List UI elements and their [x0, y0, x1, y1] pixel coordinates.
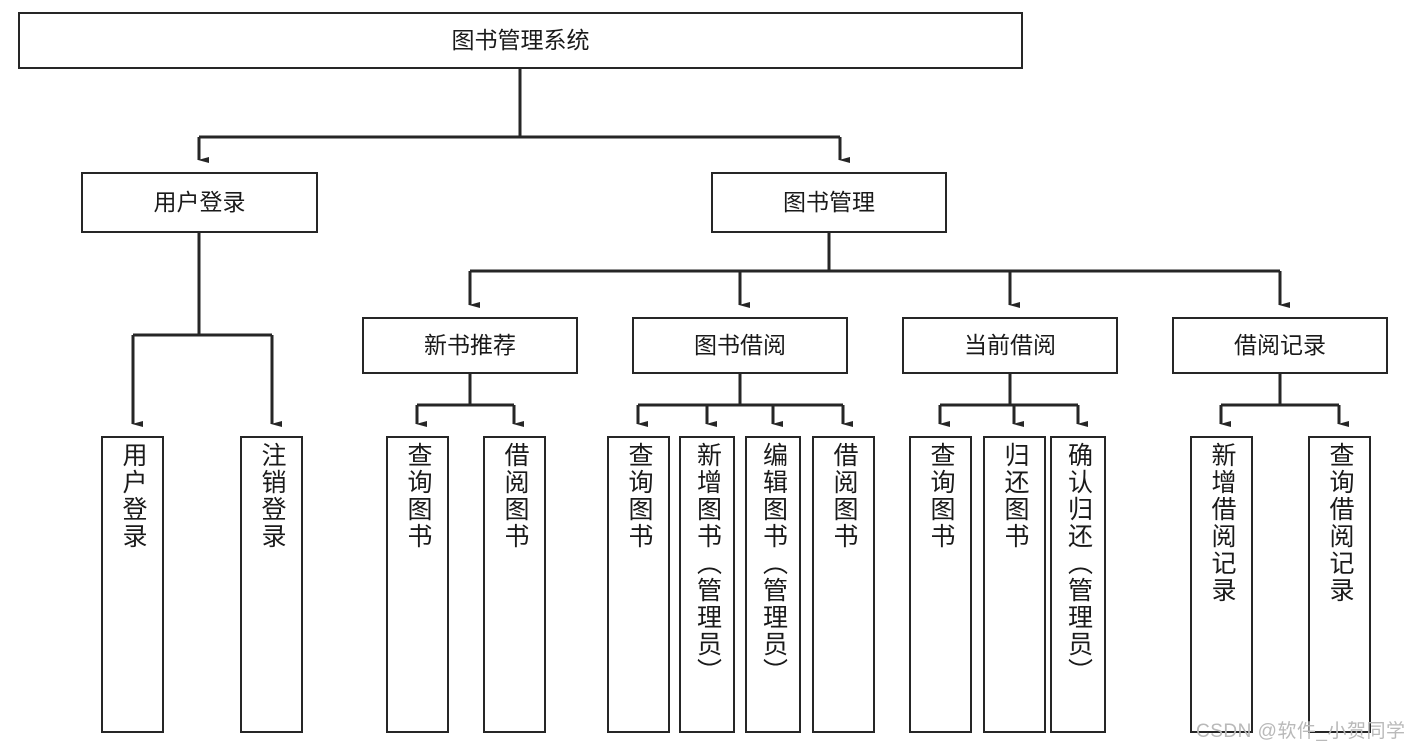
node-label: 图书管理系统	[451, 26, 590, 53]
user-login-to-leaves-connectors	[131, 233, 282, 427]
node-label: 图书管理	[783, 188, 875, 215]
leaf-borrow-book-1[interactable]: 借阅图书	[483, 436, 546, 733]
node-label: 编辑图书（管理员）	[759, 442, 788, 685]
node-label: 图书借阅	[694, 331, 786, 358]
node-book-manage[interactable]: 图书管理	[711, 172, 947, 233]
leaf-add-borrow-record[interactable]: 新增借阅记录	[1190, 436, 1253, 733]
leaf-query-book-2[interactable]: 查询图书	[607, 436, 670, 733]
node-label: 新书推荐	[424, 331, 516, 358]
node-label: 借阅图书	[501, 442, 529, 550]
node-new-book-recommend[interactable]: 新书推荐	[362, 317, 578, 374]
root-to-level2-connectors	[197, 69, 850, 163]
leaf-add-book-admin[interactable]: 新增图书（管理员）	[679, 436, 735, 733]
leaf-borrow-book-2[interactable]: 借阅图书	[812, 436, 875, 733]
node-label: 查询借阅记录	[1326, 442, 1354, 604]
node-label: 查询图书	[625, 442, 653, 550]
current-borrow-to-leaves-connectors	[938, 374, 1088, 427]
node-book-borrow[interactable]: 图书借阅	[632, 317, 848, 374]
node-label: 新增图书（管理员）	[693, 442, 722, 685]
node-label: 借阅图书	[830, 442, 858, 550]
node-root[interactable]: 图书管理系统	[18, 12, 1023, 69]
leaf-logout[interactable]: 注销登录	[240, 436, 303, 733]
leaf-query-borrow-record[interactable]: 查询借阅记录	[1308, 436, 1371, 733]
leaf-confirm-return-admin[interactable]: 确认归还（管理员）	[1050, 436, 1106, 733]
node-label: 新增借阅记录	[1208, 442, 1236, 604]
node-label: 查询图书	[927, 442, 955, 550]
node-label: 用户登录	[153, 188, 246, 215]
leaf-edit-book-admin[interactable]: 编辑图书（管理员）	[745, 436, 801, 733]
leaf-user-login[interactable]: 用户登录	[101, 436, 164, 733]
watermark: CSDN @软件_小贺同学	[1196, 721, 1405, 742]
new-book-rec-to-leaves-connectors	[415, 374, 524, 427]
node-label: 借阅记录	[1234, 331, 1326, 358]
node-label: 注销登录	[258, 442, 286, 550]
node-label: 当前借阅	[964, 331, 1056, 358]
node-label: 用户登录	[119, 442, 147, 550]
node-label: 查询图书	[404, 442, 432, 550]
book-manage-to-level3-connectors	[468, 233, 1290, 308]
node-user-login[interactable]: 用户登录	[81, 172, 318, 233]
leaf-query-book-1[interactable]: 查询图书	[386, 436, 449, 733]
leaf-return-book[interactable]: 归还图书	[983, 436, 1046, 733]
node-borrow-record[interactable]: 借阅记录	[1172, 317, 1388, 374]
node-label: 归还图书	[1001, 442, 1029, 550]
node-label: 确认归还（管理员）	[1064, 442, 1093, 685]
borrow-record-to-leaves-connectors	[1219, 374, 1349, 427]
node-current-borrow[interactable]: 当前借阅	[902, 317, 1118, 374]
leaf-query-book-3[interactable]: 查询图书	[909, 436, 972, 733]
book-borrow-to-leaves-connectors	[636, 374, 853, 427]
